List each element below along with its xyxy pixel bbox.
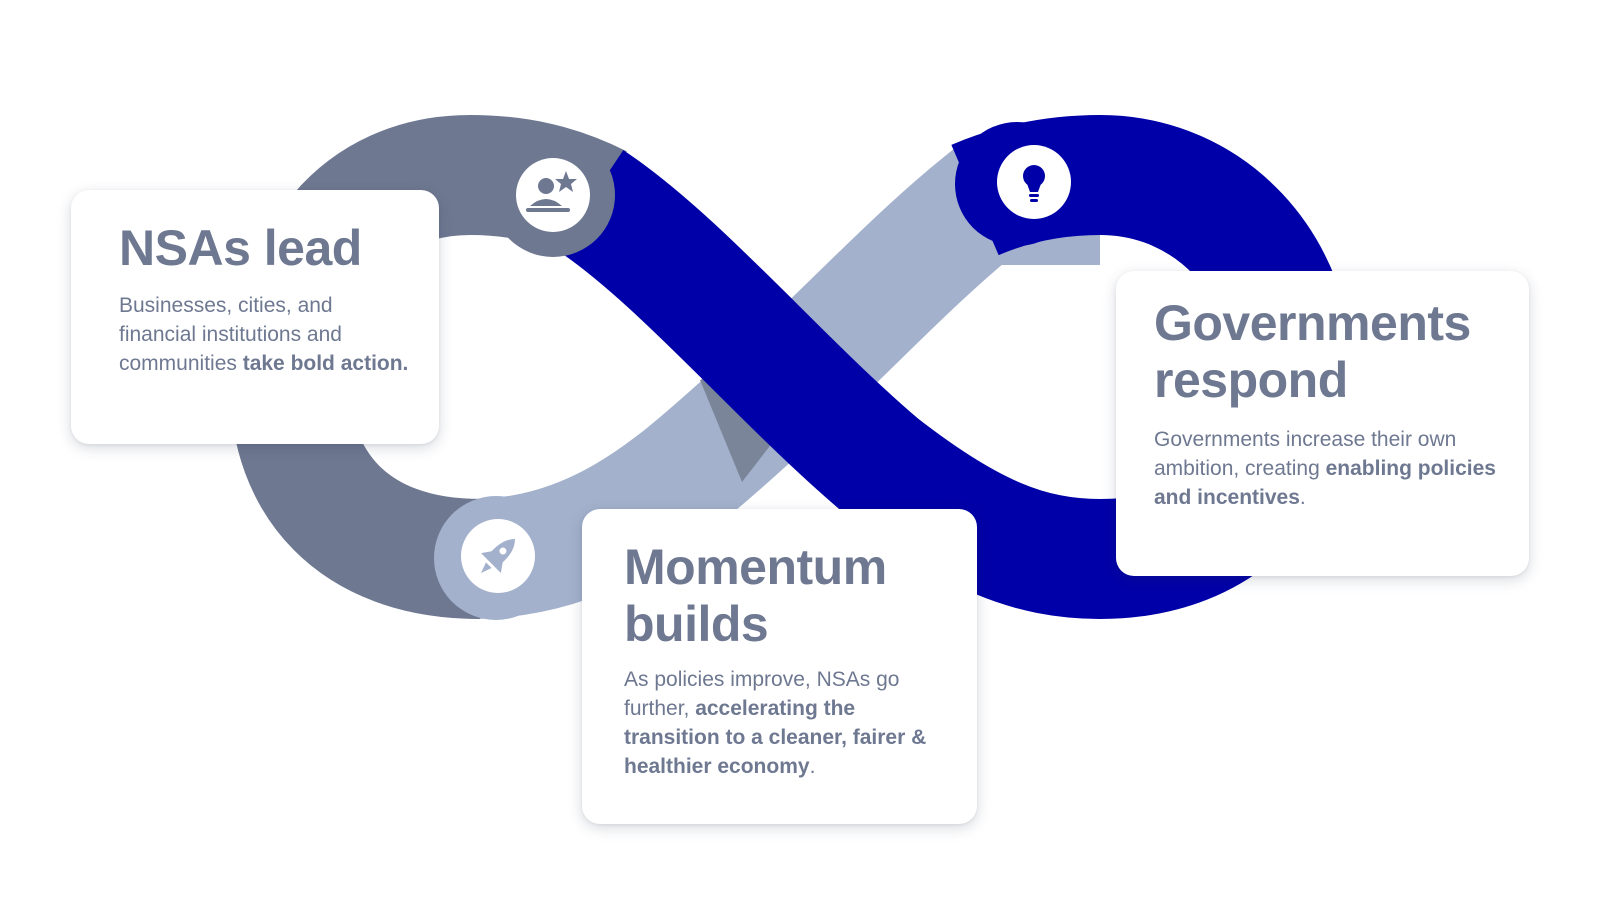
momentum-builds-description: As policies improve, NSAs go further, ac…	[624, 665, 953, 781]
leader-star-icon	[516, 158, 590, 232]
governments-emphasis: enabling policies and incentives	[1154, 457, 1496, 509]
momentum-title-line1: Momentum	[624, 539, 887, 595]
governments-text: Governments increase their own ambition,…	[1154, 428, 1457, 480]
governments-text-end: .	[1299, 486, 1306, 509]
lightbulb-icon	[997, 145, 1071, 219]
momentum-text-end: .	[809, 755, 816, 778]
rocket-icon	[461, 519, 535, 593]
nsas-lead-description: Businesses, cities, and financial instit…	[119, 291, 409, 378]
nsas-lead-title: NSAs lead	[119, 220, 362, 276]
governments-respond-description: Governments increase their own ambition,…	[1154, 425, 1509, 512]
nsas-lead-text: Businesses, cities, and financial instit…	[119, 294, 342, 375]
momentum-emphasis: accelerating the transition to a cleaner…	[624, 697, 927, 778]
momentum-title-line2: builds	[624, 596, 769, 652]
nsas-lead-emphasis: take bold action.	[242, 352, 409, 375]
momentum-text: As policies improve, NSAs go further,	[624, 668, 900, 720]
nsas-lead-card: NSAs lead Businesses, cities, and financ…	[71, 190, 439, 444]
governments-title-line1: Governments	[1154, 295, 1471, 351]
governments-title-line2: respond	[1154, 352, 1348, 408]
